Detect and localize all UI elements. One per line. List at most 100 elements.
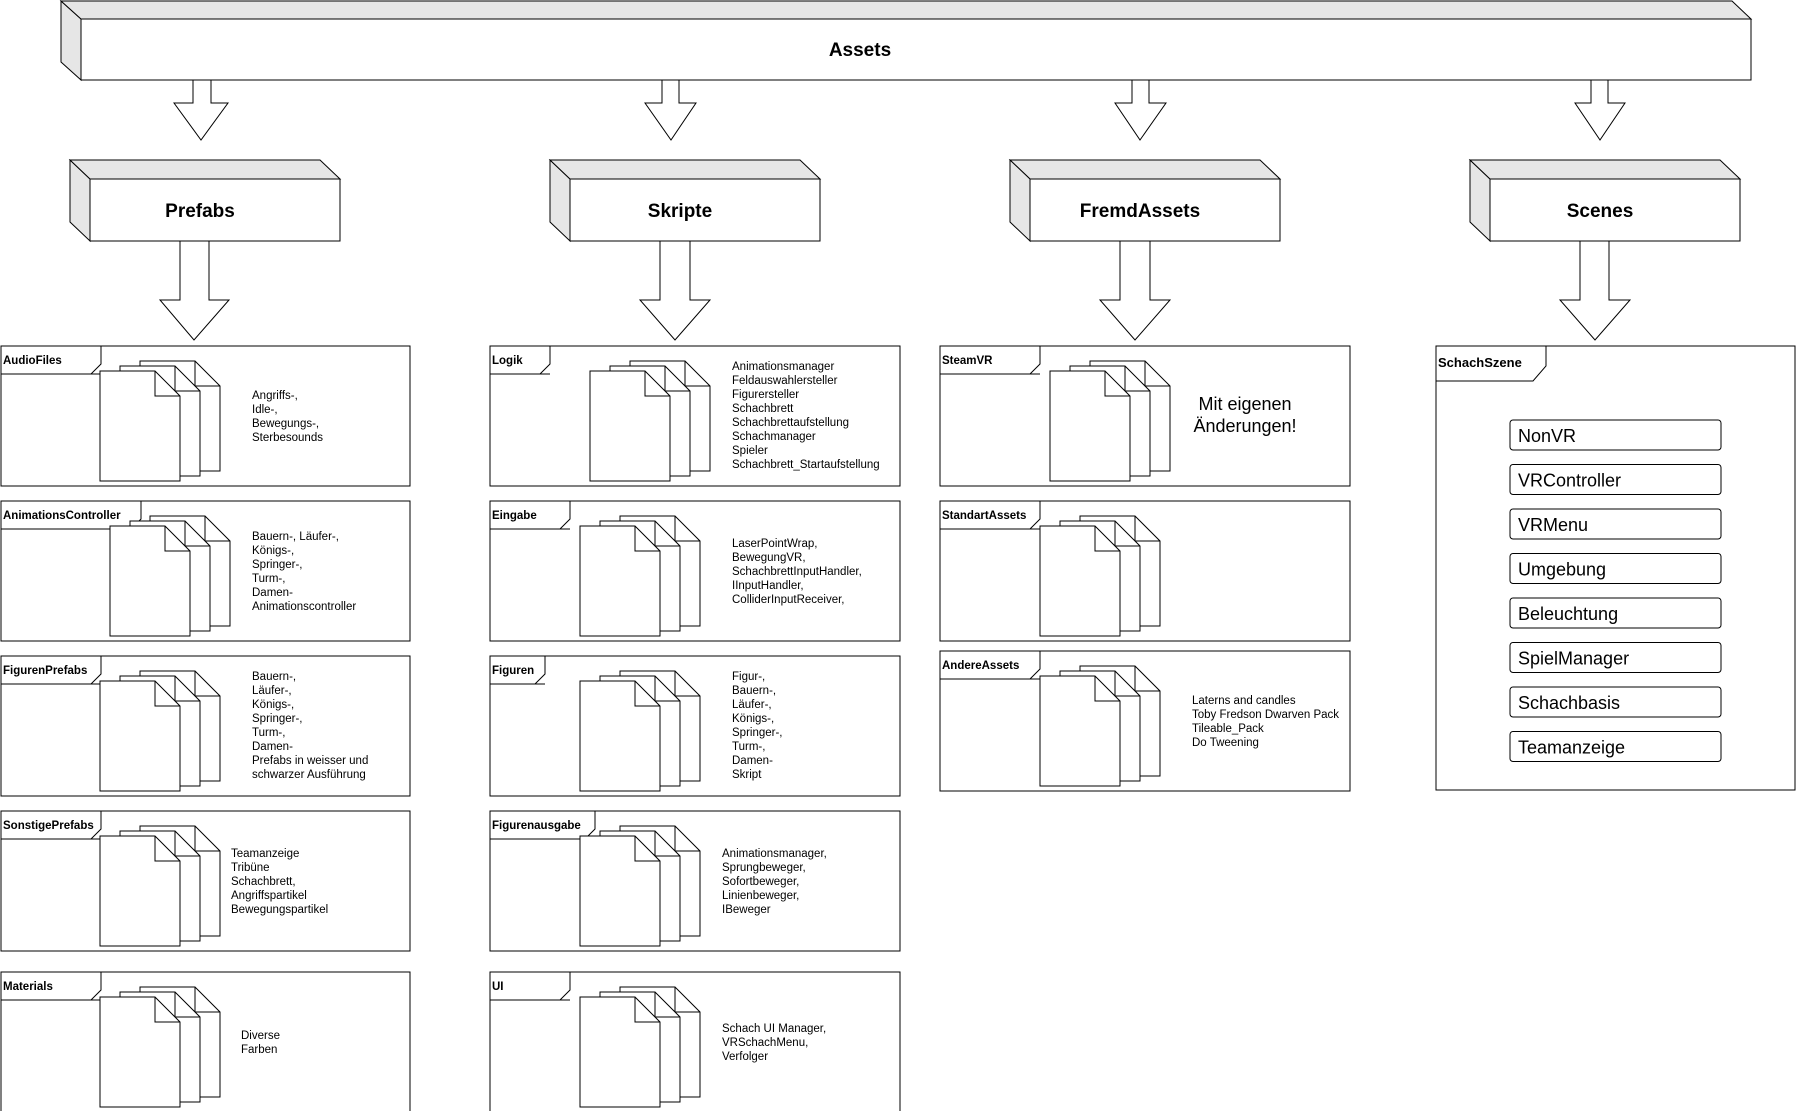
- package-desc-line: Schachbrett,: [231, 876, 296, 888]
- document-stack-icon: [99, 825, 221, 947]
- assets-root-box: Assets: [59, 0, 1753, 82]
- category-box-scenes: Scenes: [1468, 158, 1742, 243]
- package-title: AnimationsController: [3, 510, 121, 522]
- package-desc-line: Animationscontroller: [252, 601, 356, 613]
- scene-object-label: Teamanzeige: [1518, 738, 1625, 758]
- scene-object-label: SpielManager: [1518, 649, 1629, 669]
- package-desc-line: Verfolger: [722, 1051, 768, 1063]
- package-desc-line: Figur-,: [732, 671, 765, 683]
- scene-object-item: VRController: [1509, 464, 1722, 495]
- package-desc-line: Königs-,: [252, 699, 294, 711]
- package-desc-line: Turm-,: [732, 741, 765, 753]
- document-stack-icon: [579, 825, 701, 947]
- package-desc-line: VRSchachMenu,: [722, 1037, 808, 1049]
- package-frame: StandartAssets: [939, 500, 1351, 642]
- package-desc-line: LaserPointWrap,: [732, 538, 817, 550]
- package-title: Figuren: [492, 665, 534, 677]
- package-title: Materials: [3, 981, 53, 993]
- package-desc-line: Spieler: [732, 445, 768, 457]
- document-stack-icon: [109, 515, 231, 637]
- category-box-fremdassets: FremdAssets: [1008, 158, 1282, 243]
- package-desc-line: Springer-,: [252, 713, 303, 725]
- package-desc-line: Linienbeweger,: [722, 890, 799, 902]
- package-desc-line: Animationsmanager,: [722, 848, 827, 860]
- package-desc-line: Läufer-,: [252, 685, 292, 697]
- package-desc-line: Feldauswahlersteller: [732, 375, 838, 387]
- package-frame: SonstigePrefabsTeamanzeigeTribüneSchachb…: [0, 810, 411, 952]
- package-title: SonstigePrefabs: [3, 820, 94, 832]
- package-desc-line: Teamanzeige: [231, 848, 299, 860]
- package-desc-line: Do Tweening: [1192, 737, 1259, 749]
- scene-object-label: Umgebung: [1518, 560, 1606, 580]
- package-frames: AudioFilesAngriffs-,Idle-,Bewegungs-,Ste…: [0, 345, 1351, 1111]
- scene-object-item: SpielManager: [1509, 642, 1722, 673]
- package-title: Logik: [492, 355, 523, 367]
- document-stack-icon: [99, 670, 221, 792]
- root-to-skripte-arrow: [644, 79, 697, 141]
- fremdassets-down-arrow: [1098, 240, 1172, 341]
- document-stack-icon: [99, 986, 221, 1108]
- package-note-line: Mit eigenen: [1198, 394, 1291, 414]
- package-desc-line: IBeweger: [722, 904, 771, 916]
- assets-root-title: Assets: [829, 40, 891, 61]
- package-desc-line: Laterns and candles: [1192, 695, 1296, 707]
- document-stack-icon: [1049, 360, 1171, 482]
- scenes-down-arrow: [1558, 240, 1632, 341]
- package-title: AudioFiles: [3, 355, 62, 367]
- root-to-scenes-arrow: [1574, 79, 1626, 141]
- package-title: FigurenPrefabs: [3, 665, 87, 677]
- category-box-skripte: Skripte: [548, 158, 822, 243]
- package-desc-line: schwarzer Ausführung: [252, 769, 366, 781]
- skripte-down-arrow: [638, 240, 712, 341]
- package-desc-line: Turm-,: [252, 727, 285, 739]
- package-title: AndereAssets: [942, 660, 1019, 672]
- scene-frame: SchachSzeneNonVRVRControllerVRMenuUmgebu…: [1435, 345, 1796, 791]
- scene-object-label: Beleuchtung: [1518, 604, 1618, 624]
- scene-object-item: Teamanzeige: [1509, 731, 1722, 762]
- scene-object-item: Umgebung: [1509, 553, 1722, 584]
- package-desc-line: Sprungbeweger,: [722, 862, 806, 874]
- package-desc-line: Turm-,: [252, 573, 285, 585]
- document-stack-icon: [1039, 665, 1161, 787]
- package-desc-line: IInputHandler,: [732, 580, 804, 592]
- package-desc-line: Toby Fredson Dwarven Pack: [1192, 709, 1339, 721]
- scene-object-item: VRMenu: [1509, 508, 1722, 540]
- package-desc-line: Schachmanager: [732, 431, 816, 443]
- document-stack-icon: [579, 986, 701, 1108]
- prefabs-down-arrow: [158, 240, 231, 341]
- package-desc-line: Läufer-,: [732, 699, 772, 711]
- package-title: Figurenausgabe: [492, 820, 581, 832]
- package-desc-line: SchachbrettInputHandler,: [732, 566, 862, 578]
- document-stack-icon: [99, 360, 221, 482]
- scene-object-item: Beleuchtung: [1509, 597, 1722, 629]
- package-desc-line: Farben: [241, 1044, 277, 1056]
- package-desc-line: BewegungVR,: [732, 552, 806, 564]
- package-desc-line: Damen-: [732, 755, 773, 767]
- package-desc-line: Königs-,: [252, 545, 294, 557]
- package-desc-line: Damen-: [252, 741, 293, 753]
- document-stack-icon: [1039, 515, 1161, 637]
- package-desc-line: Angriffspartikel: [231, 890, 307, 902]
- package-desc-line: Bauern-,: [252, 671, 296, 683]
- package-title: UI: [492, 981, 504, 993]
- document-stack-icon: [579, 515, 701, 637]
- package-title: StandartAssets: [942, 510, 1026, 522]
- package-desc-line: Schachbrett: [732, 403, 794, 415]
- package-desc-line: Springer-,: [732, 727, 783, 739]
- package-desc-line: Bauern-,: [732, 685, 776, 697]
- package-desc-line: Bewegungs-,: [252, 418, 319, 430]
- package-frame: AudioFilesAngriffs-,Idle-,Bewegungs-,Ste…: [0, 345, 411, 487]
- category-title: Skripte: [648, 201, 712, 222]
- package-desc-line: Königs-,: [732, 713, 774, 725]
- category-box-prefabs: Prefabs: [68, 158, 342, 243]
- document-stack-icon: [589, 360, 711, 482]
- package-desc-line: Idle-,: [252, 404, 278, 416]
- root-to-fremdassets-arrow: [1114, 79, 1167, 141]
- package-desc-line: Schach UI Manager,: [722, 1023, 826, 1035]
- package-note-line: Änderungen!: [1193, 416, 1296, 436]
